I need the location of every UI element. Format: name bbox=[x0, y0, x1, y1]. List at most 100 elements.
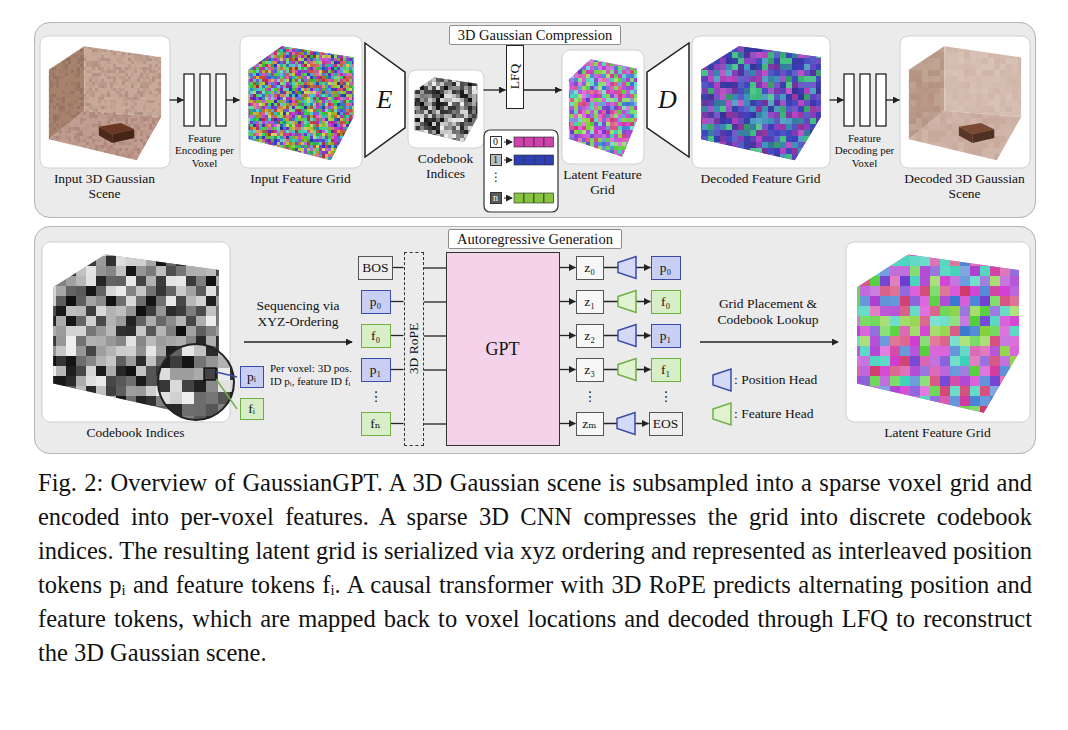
voxel-cell bbox=[265, 112, 268, 115]
voxel-cell bbox=[268, 43, 271, 46]
voxel-cell bbox=[307, 85, 310, 88]
voxel-cell bbox=[256, 91, 259, 94]
voxel-cell bbox=[325, 43, 328, 46]
voxel-cell bbox=[68, 136, 71, 139]
voxel-cell bbox=[134, 127, 137, 130]
voxel-cell bbox=[74, 127, 77, 130]
voxel-cell bbox=[53, 82, 56, 85]
voxel-cell bbox=[53, 142, 56, 145]
voxel-cell bbox=[250, 97, 253, 100]
voxel-cell bbox=[271, 49, 274, 52]
voxel-cell bbox=[349, 61, 352, 64]
voxel-cell bbox=[349, 76, 352, 79]
voxel-cell bbox=[337, 97, 340, 100]
voxel-cell bbox=[134, 40, 137, 43]
voxel-cell bbox=[113, 115, 116, 118]
voxel-cell bbox=[104, 142, 107, 145]
voxel-cell bbox=[86, 115, 89, 118]
voxel-cell bbox=[265, 76, 268, 79]
voxel-cell bbox=[250, 55, 253, 58]
voxel-cell bbox=[313, 49, 316, 52]
voxel-cell bbox=[68, 61, 71, 64]
voxel-cell bbox=[104, 154, 107, 157]
voxel-cell bbox=[74, 100, 77, 103]
voxel-cell bbox=[310, 85, 313, 88]
voxel-cell bbox=[92, 115, 95, 118]
voxel-cell bbox=[56, 43, 59, 46]
voxel-cell bbox=[56, 52, 59, 55]
voxel-cell bbox=[161, 76, 164, 79]
voxel-cell bbox=[280, 76, 283, 79]
voxel-cell bbox=[44, 49, 47, 52]
voxel-cell bbox=[107, 61, 110, 64]
voxel-cell bbox=[71, 94, 74, 97]
voxel-cell bbox=[155, 148, 158, 151]
voxel-cell bbox=[101, 106, 104, 109]
voxel-cell bbox=[152, 148, 155, 151]
voxel-cell bbox=[47, 43, 50, 46]
voxel-cell bbox=[337, 88, 340, 91]
voxel-cell bbox=[146, 142, 149, 145]
voxel-cell bbox=[128, 109, 131, 112]
voxel-cell bbox=[113, 70, 116, 73]
voxel-cell bbox=[346, 61, 349, 64]
voxel-cell bbox=[292, 103, 295, 106]
voxel-cell bbox=[77, 70, 80, 73]
voxel-cell bbox=[307, 106, 310, 109]
voxel-cell bbox=[283, 67, 286, 70]
voxel-cell bbox=[59, 115, 62, 118]
voxel-cell bbox=[164, 91, 167, 94]
voxel-cell bbox=[143, 70, 146, 73]
voxel-cell bbox=[253, 100, 256, 103]
voxel-cell bbox=[295, 70, 298, 73]
voxel-cell bbox=[134, 64, 137, 67]
voxel-cell bbox=[319, 52, 322, 55]
voxel-cell bbox=[152, 109, 155, 112]
voxel-cell bbox=[244, 52, 247, 55]
voxel-cell bbox=[164, 49, 167, 52]
voxel-cell bbox=[158, 130, 161, 133]
voxel-cell bbox=[62, 40, 65, 43]
voxel-cell bbox=[259, 100, 262, 103]
voxel-cell bbox=[250, 82, 253, 85]
voxel-cell bbox=[265, 109, 268, 112]
voxel-cell bbox=[134, 157, 137, 160]
voxel-cell bbox=[131, 106, 134, 109]
room-surface bbox=[249, 46, 282, 139]
voxel-cell bbox=[298, 109, 301, 112]
voxel-cell bbox=[56, 97, 59, 100]
voxel-cell bbox=[146, 70, 149, 73]
voxel-cell bbox=[149, 121, 152, 124]
voxel-cell bbox=[104, 49, 107, 52]
voxel-cell bbox=[122, 49, 125, 52]
voxel-cell bbox=[128, 76, 131, 79]
voxel-cell bbox=[268, 106, 271, 109]
voxel-cell bbox=[128, 73, 131, 76]
voxel-cell bbox=[65, 67, 68, 70]
voxel-cell bbox=[319, 97, 322, 100]
voxel-cell bbox=[131, 61, 134, 64]
voxel-cell bbox=[337, 40, 340, 43]
voxel-cell bbox=[280, 79, 283, 82]
voxel-cell bbox=[346, 109, 349, 112]
voxel-cell bbox=[352, 70, 355, 73]
voxel-cell bbox=[337, 49, 340, 52]
voxel-cell bbox=[143, 106, 146, 109]
voxel-cell bbox=[53, 106, 56, 109]
voxel-cell bbox=[304, 55, 307, 58]
voxel-cell bbox=[271, 67, 274, 70]
voxel-cell bbox=[295, 61, 298, 64]
voxel-cell bbox=[304, 73, 307, 76]
voxel-cell bbox=[125, 154, 128, 157]
voxel-cell bbox=[80, 88, 83, 91]
voxel-cell bbox=[50, 40, 53, 43]
voxel-cell bbox=[140, 73, 143, 76]
voxel-cell bbox=[83, 94, 86, 97]
voxel-cell bbox=[98, 82, 101, 85]
voxel-cell bbox=[119, 61, 122, 64]
voxel-cell bbox=[98, 64, 101, 67]
voxel-cell bbox=[247, 73, 250, 76]
voxel-cell bbox=[62, 70, 65, 73]
voxel-cell bbox=[89, 82, 92, 85]
voxel-cell bbox=[80, 46, 83, 49]
